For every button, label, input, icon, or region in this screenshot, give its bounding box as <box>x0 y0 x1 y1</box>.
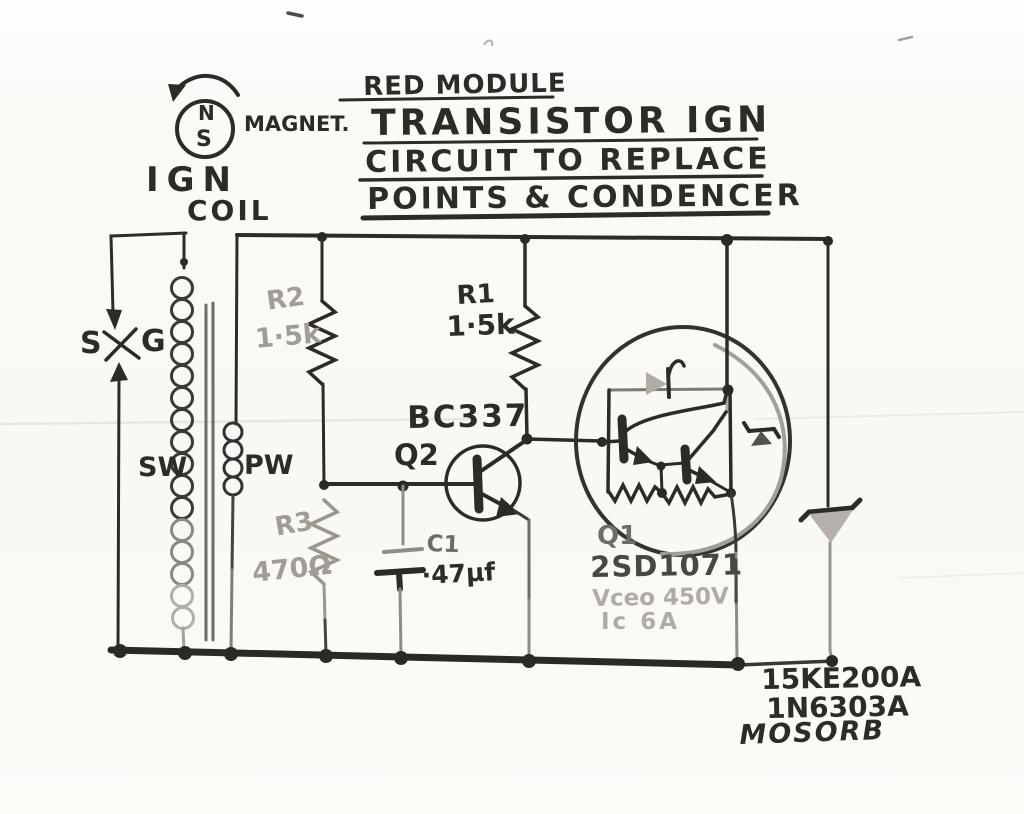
q2-part-label: BC337 <box>406 397 529 436</box>
title-line-4: POINTS & CONDENCER <box>366 178 803 217</box>
r3-value-label: 470Ω <box>250 549 333 589</box>
spark-gap-s-label: S <box>80 326 102 361</box>
c1-name-label: C1 <box>426 531 460 559</box>
ign-coil-label-line1: IGN <box>146 160 240 200</box>
q2-base-wire <box>319 480 479 492</box>
title-underlines <box>338 95 771 221</box>
q2-name-label: Q2 <box>394 438 439 472</box>
capacitor-c1-symbol <box>374 484 426 658</box>
secondary-winding-label: SW <box>138 452 188 483</box>
title-line-2: TRANSISTOR IGN <box>370 99 772 144</box>
magnet-symbol-icon <box>168 73 240 159</box>
resistor-r3-symbol <box>306 498 342 656</box>
spark-gap-g-label: G <box>141 324 166 359</box>
ign-coil-label-line2: COIL <box>187 194 272 227</box>
r3-name-label: R3 <box>272 506 316 543</box>
tvs-diode-symbol <box>798 239 863 663</box>
magnet-south-label: S <box>196 127 212 152</box>
c1-value-label: ·47µf <box>420 557 496 590</box>
q1-part-label: 2SD1071 <box>589 547 744 584</box>
bottom-ground-rail <box>107 644 838 671</box>
magnet-label: MAGNET. <box>244 112 350 136</box>
resistor-r2-symbol <box>304 235 340 486</box>
tvs-part-label-3: MOSORB <box>738 714 886 751</box>
q1-vceo-label: Vceo 450V <box>591 583 730 612</box>
primary-winding-label: PW <box>244 450 294 481</box>
transistor-q2-symbol <box>444 437 603 659</box>
transistor-q1-module-symbol <box>574 238 792 662</box>
spark-gap-symbol <box>102 231 188 652</box>
magnet-north-label: N <box>198 101 215 125</box>
r2-name-label: R2 <box>264 281 307 317</box>
title-line-3: CIRCUIT TO REPLACE <box>364 141 771 180</box>
r1-value-label: 1·5k <box>445 307 516 343</box>
r2-value-label: 1·5k <box>253 318 323 355</box>
q1-name-label: Q1 <box>597 521 638 551</box>
top-power-rail <box>235 232 833 246</box>
resistor-r1-symbol <box>507 237 543 445</box>
r1-name-label: R1 <box>455 279 496 311</box>
title-line-1: RED MODULE <box>362 68 567 102</box>
ignition-coil-symbol <box>170 232 244 654</box>
q1-ic-label: Ic 6A <box>601 609 681 635</box>
